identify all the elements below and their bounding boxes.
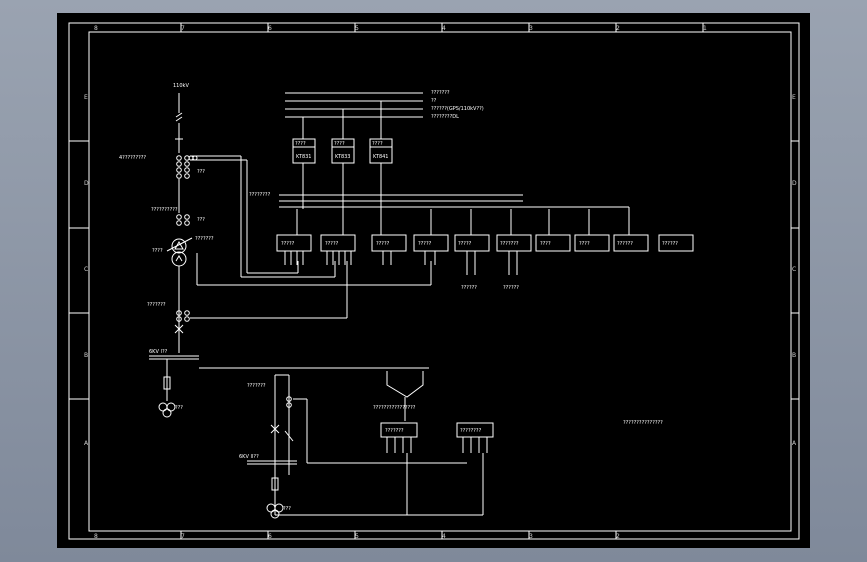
cabinet-9[interactable]: ?????? bbox=[613, 234, 649, 252]
zone-label: 8 bbox=[94, 25, 98, 32]
cabinet-6[interactable]: ????????????? bbox=[496, 234, 532, 291]
inner-frame bbox=[88, 31, 792, 532]
zone-label: 4 bbox=[442, 25, 446, 32]
wiring-diagram: 8 7 6 5 4 3 2 1 8 7 6 5 4 3 2 E D C B A … bbox=[68, 22, 800, 540]
zone-label: 7 bbox=[181, 533, 185, 540]
cabinet-7[interactable]: ???? bbox=[535, 234, 571, 252]
bus-top-label-2: ?? bbox=[431, 98, 437, 104]
cabinet-10[interactable]: ?????? bbox=[658, 234, 694, 252]
cabinet-label: ?????? bbox=[617, 241, 633, 247]
bus-mid-label: ???????? bbox=[249, 192, 271, 198]
zone-label: A bbox=[84, 440, 89, 447]
ct-label-1: 4????????? bbox=[119, 155, 146, 161]
zone-label: 7 bbox=[181, 25, 185, 32]
cabinet-label: ???? bbox=[540, 241, 551, 247]
zone-label: 2 bbox=[616, 533, 620, 540]
cabinet-label: ????? bbox=[376, 241, 390, 247]
ct-stack-2: ?????????? ??? bbox=[151, 207, 205, 226]
zone-label: 4 bbox=[442, 533, 446, 540]
bus-top-label-1: ??????? bbox=[431, 90, 450, 96]
zone-label: C bbox=[84, 266, 88, 273]
unit-1-top: ???? bbox=[295, 141, 306, 147]
zone-label: E bbox=[792, 94, 796, 101]
cabinet-2[interactable]: ????? bbox=[320, 234, 356, 265]
kt-unit-2[interactable]: ???? KT833 bbox=[331, 138, 355, 164]
drawing-note: ??????????????? bbox=[623, 420, 663, 426]
cabinet-label: ??????? bbox=[500, 241, 519, 247]
zone-label: A bbox=[792, 440, 797, 447]
zone-label: E bbox=[84, 94, 88, 101]
unit-2-top: ???? bbox=[334, 141, 345, 147]
zone-labels-side: E D C B A E D C B A bbox=[84, 94, 797, 447]
lower-box-1-label: ??????? bbox=[385, 428, 404, 434]
ct-label-3: ??????? bbox=[147, 302, 166, 308]
cabinet-sub-label: ?????? bbox=[503, 285, 519, 291]
incoming-voltage-label: 110kV bbox=[173, 83, 189, 89]
zone-label: 6 bbox=[268, 533, 272, 540]
secondary-wiring bbox=[190, 155, 432, 319]
ct-side-label-2: ??? bbox=[197, 217, 205, 223]
lower-section: ??????? 6KV II?? ??? ???????????????? bbox=[239, 371, 483, 519]
zone-labels-bottom: 8 7 6 5 4 3 2 bbox=[94, 533, 620, 540]
ct-stack-1: 4????????? ??? bbox=[119, 155, 205, 179]
unit-3-label: KT841 bbox=[373, 154, 389, 160]
cabinet-3[interactable]: ????? bbox=[371, 234, 407, 265]
lower-box-2[interactable]: ???????? bbox=[456, 422, 494, 515]
cabinet-sub-label: ?????? bbox=[461, 285, 477, 291]
cabinet-label: ????? bbox=[281, 241, 295, 247]
cabinet-row: ????? ????? ????? ????? ??????????? ????… bbox=[276, 234, 694, 291]
zone-label: B bbox=[84, 352, 88, 359]
cabinet-label: ?????? bbox=[662, 241, 678, 247]
zone-label: 1 bbox=[703, 25, 707, 32]
zone-labels-top: 8 7 6 5 4 3 2 1 bbox=[94, 25, 707, 32]
zone-label: 5 bbox=[355, 25, 359, 32]
zone-ticks bbox=[69, 23, 799, 539]
bus-1-label: 6KV I?? bbox=[149, 349, 168, 355]
gen-label-1: ??? bbox=[175, 405, 183, 411]
transformer-label: ???? bbox=[152, 248, 163, 254]
ct-side-label: ??? bbox=[197, 169, 205, 175]
bus-2-label: 6KV II?? bbox=[239, 454, 259, 460]
gen-label-2: ??? bbox=[283, 506, 291, 512]
zone-label: 5 bbox=[355, 533, 359, 540]
zone-label: D bbox=[84, 180, 89, 187]
bus-top-label-4: ????????DL bbox=[431, 114, 459, 120]
unit-3-top: ???? bbox=[372, 141, 383, 147]
ct-label-4: ??????? bbox=[247, 383, 266, 389]
transformer-side-label: ??????? bbox=[195, 236, 214, 242]
zone-label: 2 bbox=[616, 25, 620, 32]
bus-top-label-3: ??????(GPS/110kV??) bbox=[431, 106, 484, 112]
ct-label-2: ?????????? bbox=[151, 207, 178, 213]
lower-box-1[interactable]: ??????? bbox=[380, 422, 418, 515]
top-bus-lines: ??????? ?? ??????(GPS/110kV??) ????????D… bbox=[285, 90, 484, 139]
zone-label: B bbox=[792, 352, 796, 359]
cabinet-4[interactable]: ????? bbox=[413, 234, 449, 265]
lower-box-2-label: ???????? bbox=[460, 428, 482, 434]
zone-label: 3 bbox=[529, 25, 533, 32]
cabinet-label: ????? bbox=[458, 241, 472, 247]
unit-1-label: KT831 bbox=[296, 154, 312, 160]
zone-label: D bbox=[792, 180, 797, 187]
zone-label: 3 bbox=[529, 533, 533, 540]
kt-unit-3[interactable]: ???? KT841 bbox=[369, 138, 393, 164]
cad-drawing-viewport[interactable]: 8 7 6 5 4 3 2 1 8 7 6 5 4 3 2 E D C B A … bbox=[57, 13, 810, 548]
cabinet-label: ????? bbox=[418, 241, 432, 247]
cabinet-1[interactable]: ????? bbox=[276, 234, 312, 265]
kt-unit-1[interactable]: ???? KT831 bbox=[292, 138, 316, 164]
main-feeder: 110kV 4????????? ??? ?????????? ??? bbox=[119, 83, 429, 418]
unit-2-label: KT833 bbox=[335, 154, 351, 160]
cabinet-label: ???? bbox=[579, 241, 590, 247]
lower-brace-label: ???????????????? bbox=[373, 405, 416, 411]
cabinet-label: ????? bbox=[325, 241, 339, 247]
ct-stack-3: ??????? bbox=[147, 302, 190, 334]
cabinet-5[interactable]: ??????????? bbox=[454, 234, 490, 291]
outer-frame bbox=[68, 22, 800, 540]
zone-label: 6 bbox=[268, 25, 272, 32]
main-transformer: ???? ??????? bbox=[152, 236, 214, 267]
zone-label: C bbox=[792, 266, 796, 273]
zone-label: 8 bbox=[94, 533, 98, 540]
cabinet-8[interactable]: ???? bbox=[574, 234, 610, 252]
middle-bus-lines: ???????? bbox=[249, 163, 630, 235]
generator-1: ??? bbox=[158, 402, 183, 418]
